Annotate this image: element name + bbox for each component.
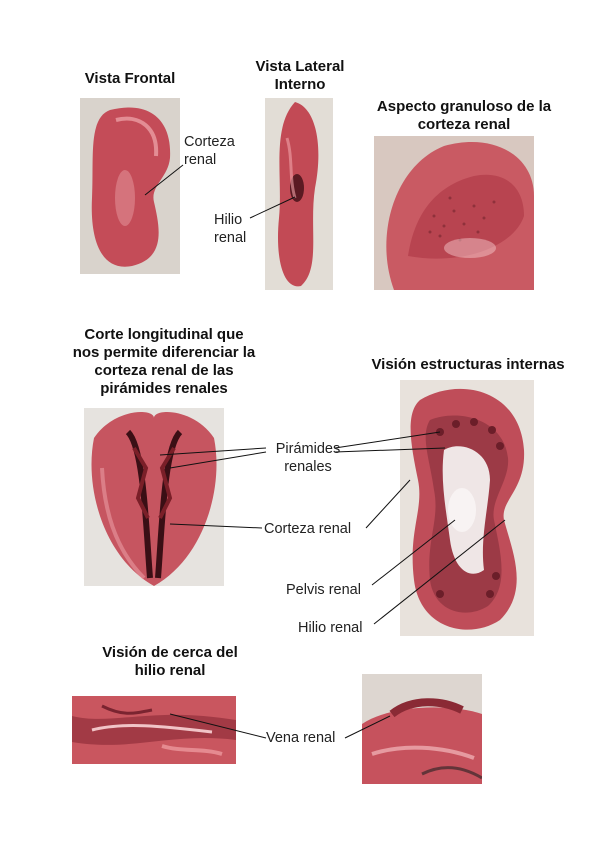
- longitudinal-cut-photo: [84, 408, 224, 586]
- granular-aspect-title-line2: corteza renal: [417, 116, 511, 133]
- hilum-closeup-title-line2: hilio renal: [134, 662, 206, 679]
- longitudinal-cut-title-line2: nos permite diferenciar la: [72, 344, 256, 361]
- hilum-closeup-photo-2: [362, 674, 482, 784]
- pyramids-label-line2: renales: [284, 459, 332, 475]
- hilum-closeup-title-line1: Visión de cerca del: [102, 644, 238, 661]
- granular-cortex-photo: [374, 136, 534, 290]
- lateral-hilum-label: Hilio renal: [214, 212, 247, 246]
- frontal-view-title: Vista Frontal: [84, 70, 176, 87]
- pyramids-label: Pirámides renales: [268, 440, 348, 476]
- frontal-kidney-photo: [80, 98, 180, 274]
- cortex-label: Corteza renal: [264, 521, 352, 537]
- hilum-closeup-photo-1: [72, 696, 236, 764]
- lateral-view-title-line1: Vista Lateral: [255, 58, 345, 75]
- pelvis-label: Pelvis renal: [286, 582, 361, 598]
- internal-hilum-label: Hilio renal: [298, 620, 363, 636]
- internal-structures-title: Visión estructuras internas: [371, 356, 565, 373]
- granular-aspect-title: Aspecto granuloso de la corteza renal: [354, 98, 574, 134]
- internal-structures-photo: [400, 380, 534, 636]
- longitudinal-cut-title-line3: corteza renal de las: [94, 362, 234, 379]
- lateral-view-title-line2: Interno: [274, 76, 326, 93]
- longitudinal-cut-title-line1: Corte longitudinal que: [84, 326, 244, 343]
- lateral-view-title: Vista Lateral Interno: [240, 58, 360, 94]
- longitudinal-cut-title: Corte longitudinal que nos permite difer…: [54, 326, 274, 398]
- longitudinal-cut-title-line4: pirámides renales: [100, 380, 228, 397]
- lateral-kidney-photo: [265, 98, 333, 290]
- granular-aspect-title-line1: Aspecto granuloso de la: [376, 98, 552, 115]
- frontal-cortex-label: Corteza renal: [184, 134, 235, 168]
- hilum-closeup-title: Visión de cerca del hilio renal: [70, 644, 270, 680]
- renal-vein-label: Vena renal: [266, 730, 336, 746]
- pyramids-label-line1: Pirámides: [275, 441, 341, 457]
